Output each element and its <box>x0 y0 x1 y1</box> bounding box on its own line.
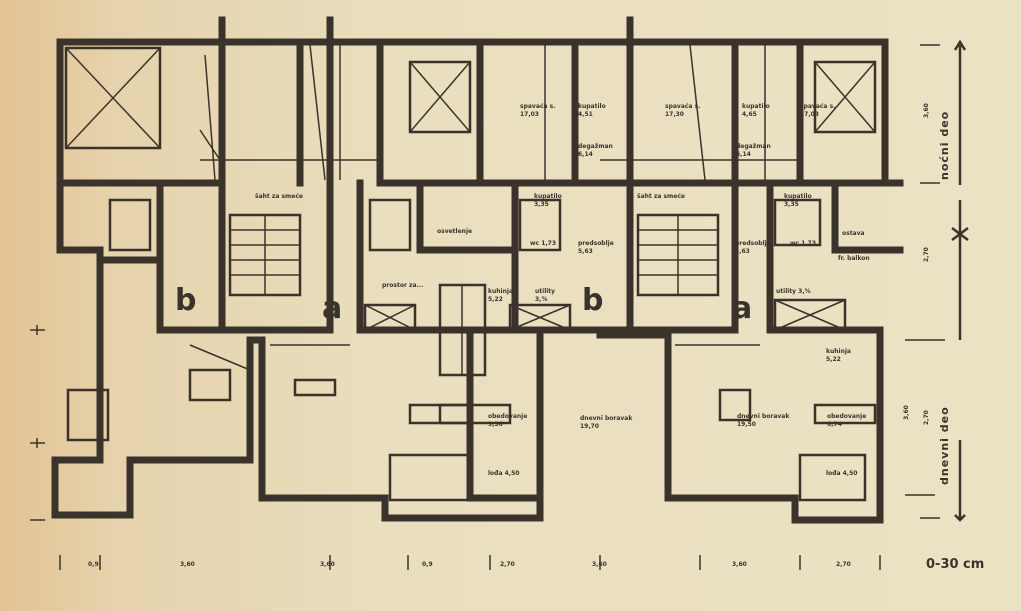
room-label: šaht za smeće <box>637 193 685 200</box>
room-area: 3,35 <box>784 201 799 208</box>
room-area: 17,03 <box>520 111 539 118</box>
room-label: prostor za... <box>382 282 423 289</box>
room-label: osvetlenje <box>437 228 472 235</box>
unit-label-a: a <box>732 291 752 326</box>
room-label: obedovanje <box>488 413 527 420</box>
room-label: utility <box>535 288 555 295</box>
room-label: lođa 4,50 <box>826 470 857 477</box>
room-area: 4,65 <box>742 111 757 118</box>
dimension-label: 3,60 <box>903 405 910 420</box>
dimension-label: 0,9 <box>88 561 99 568</box>
room-label: kupatilo <box>742 103 770 110</box>
room-label: degažman <box>736 143 771 150</box>
room-label: fr. balkon <box>838 255 870 262</box>
dimension-label: 2,70 <box>923 410 930 425</box>
dimension-label: 3,60 <box>180 561 195 568</box>
room-label: ostava <box>842 230 865 237</box>
room-area: 3,35 <box>534 201 549 208</box>
night-zone-label: noćni deo <box>938 111 951 180</box>
room-area: 6,14 <box>736 151 751 158</box>
room-label: degažman <box>578 143 613 150</box>
room-label: kupatilo <box>784 193 812 200</box>
unit-label-b: b <box>582 283 603 318</box>
room-area: 5,22 <box>826 356 841 363</box>
dimension-label: 2,70 <box>500 561 515 568</box>
room-area: 6,74 <box>827 421 842 428</box>
dimension-label: 3,60 <box>592 561 607 568</box>
room-label: kuhinja <box>488 288 513 295</box>
room-area: 5,22 <box>488 296 503 303</box>
scale-label: 0-30 cm <box>926 557 984 572</box>
dimension-label: 2,70 <box>923 247 930 262</box>
room-area: 3,% <box>535 296 547 303</box>
dimension-label: 2,70 <box>836 561 851 568</box>
room-label: kupatilo <box>534 193 562 200</box>
dimension-label: 0,9 <box>422 561 433 568</box>
room-label: lođa 4,50 <box>488 470 519 477</box>
room-label: spavaća s. <box>520 103 555 110</box>
room-label: predsoblje <box>578 240 614 247</box>
room-area: 4,51 <box>578 111 593 118</box>
room-area: 6,14 <box>578 151 593 158</box>
room-label: dnevni boravak <box>580 415 633 422</box>
room-area: 17,03 <box>800 111 819 118</box>
room-label: dnevni boravak <box>737 413 790 420</box>
room-label: šaht za smeće <box>255 193 303 200</box>
room-label: spavaća s. <box>665 103 700 110</box>
dimension-label: 3,60 <box>320 561 335 568</box>
room-label: wc 1,73 <box>790 240 816 247</box>
day-zone-label: dnevni deo <box>938 406 951 485</box>
unit-label-b: b <box>175 283 196 318</box>
room-area: 9,36 <box>488 421 503 428</box>
dimension-label: 3,60 <box>732 561 747 568</box>
unit-label-a: a <box>322 291 342 326</box>
room-area: 19,70 <box>580 423 599 430</box>
room-area: 5,63 <box>735 248 750 255</box>
dimension-lines <box>30 39 969 570</box>
room-area: 19,50 <box>737 421 756 428</box>
walls <box>51 16 904 524</box>
room-label: wc 1,73 <box>530 240 556 247</box>
dimension-label: 3,60 <box>923 103 930 118</box>
room-area: 17,30 <box>665 111 684 118</box>
room-label: obedovanje <box>827 413 866 420</box>
room-label: utility 3,% <box>776 288 811 295</box>
room-label: kuhinja <box>826 348 851 355</box>
room-label: kupatilo <box>578 103 606 110</box>
room-labels: spavaća s. 17,03 kupatilo 4,51 spavaća s… <box>255 103 870 477</box>
room-label: spavaća s. <box>800 103 835 110</box>
room-area: 5,63 <box>578 248 593 255</box>
partitions <box>64 40 877 502</box>
room-label: predsoblje <box>735 240 771 247</box>
